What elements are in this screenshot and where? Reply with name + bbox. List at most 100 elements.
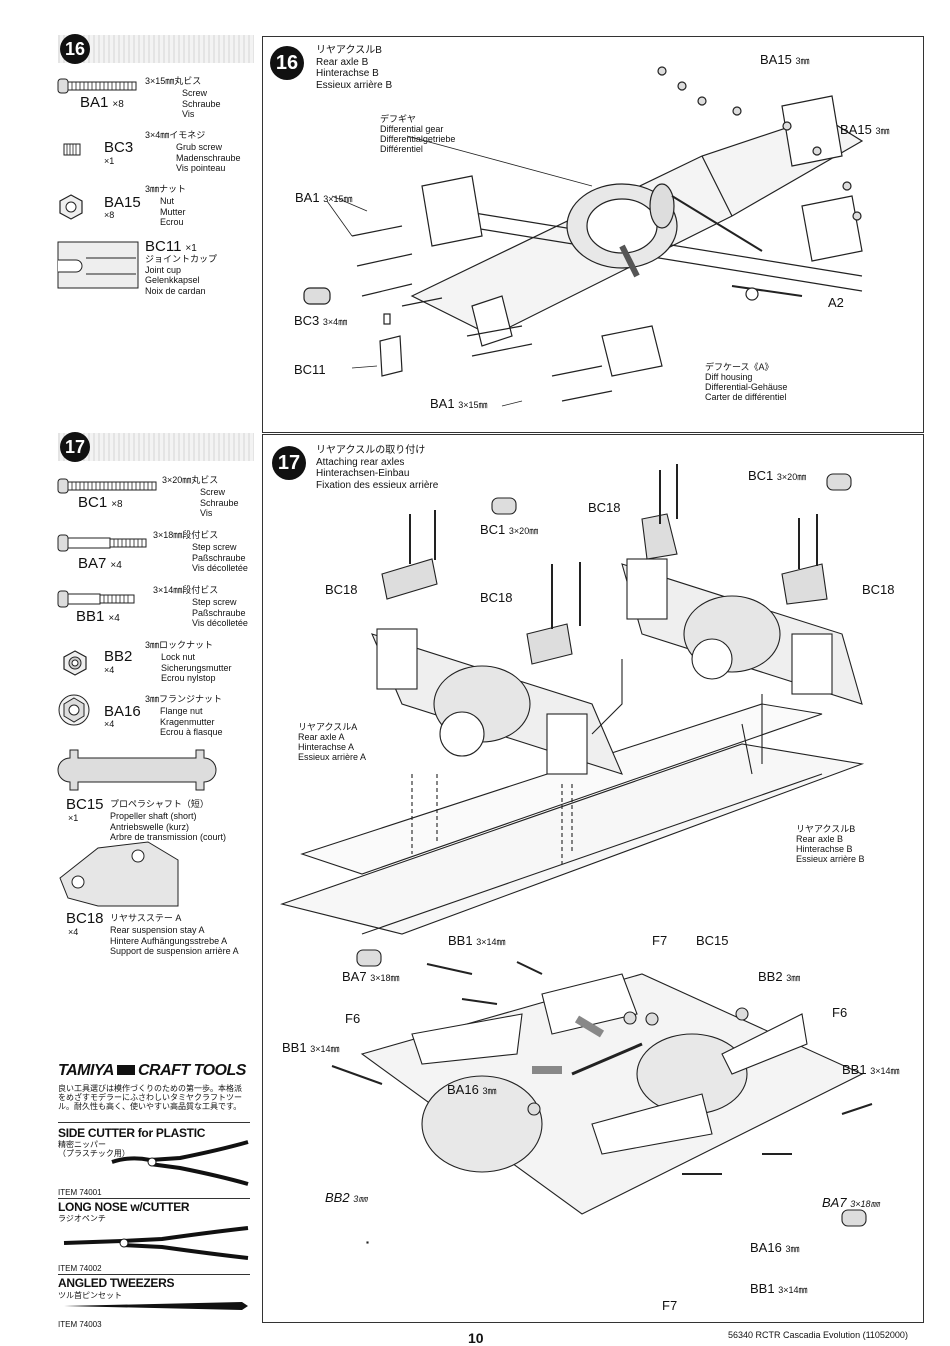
tools-rule: [58, 1274, 250, 1275]
page-number: 10: [468, 1330, 484, 1346]
step17-panel-number: 17: [272, 446, 306, 480]
part-desc-bc1: Screw Schraube Vis: [200, 487, 239, 518]
part-qty-ba16: ×4: [104, 719, 115, 729]
label-f6-b: F6: [832, 1005, 848, 1020]
label-bc18-b: BC18: [325, 582, 358, 597]
part-qty-bc3: ×1: [104, 156, 115, 166]
label-rear-axle-b: リヤアクスルB Rear axle B Hinterachse B Essieu…: [796, 824, 865, 864]
label-ba15-a: BA15 3㎜: [760, 52, 810, 67]
label-bc18-c: BC18: [480, 590, 513, 605]
part-size-ba1: 3×15㎜丸ビス: [145, 76, 202, 86]
part-qty-bc18: ×4: [68, 927, 79, 937]
part-size-bc15: プロペラシャフト（短）: [110, 799, 209, 809]
tool-ja-long-nose: ラジオペンチ: [58, 1214, 106, 1223]
flange-nut-icon: [58, 694, 90, 726]
rear-axle-b-drawing: [303, 66, 864, 407]
part-qty-bb2: ×4: [104, 665, 115, 675]
part-qty-bc15: ×1: [68, 813, 79, 823]
part-desc-bc18: Rear suspension stay A Hintere Aufhängun…: [110, 925, 239, 956]
label-bc15: BC15: [696, 933, 729, 948]
label-diff-housing: デフケース《A》 Diff housing Differential-Gehäu…: [705, 362, 788, 402]
propeller-shaft-icon: [57, 749, 217, 791]
long-nose-pliers-icon: [63, 1226, 249, 1260]
part-desc-ba15: Nut Mutter Ecrou: [160, 196, 186, 227]
label-bc1-a: BC1 3×20㎜: [480, 522, 539, 537]
label-f6-a: F6: [345, 1011, 361, 1026]
part-size-ba16: 3㎜フランジナット: [145, 694, 223, 704]
label-bb2-a: BB2 3㎜: [758, 969, 801, 984]
part-code-bc3: BC3: [104, 139, 134, 156]
part-desc-bc3: Grub screw Madenschraube Vis pointeau: [176, 142, 241, 173]
tool-ja-side-cutter: 精密ニッパー （プラスチック用）: [58, 1140, 130, 1158]
label-ba16-b: BA16 3㎜: [750, 1240, 800, 1255]
label-bc3-16: BC3 3×4㎜: [294, 313, 348, 328]
label-ba7-b: BA7 3×18㎜: [822, 1195, 880, 1210]
step17-header-bar: [58, 433, 254, 461]
part-size-bb2: 3㎜ロックナット: [145, 640, 214, 650]
part-code-ba15: BA15: [104, 194, 141, 211]
part-code-bc15: BC15: [66, 796, 104, 813]
document-id: 56340 RCTR Cascadia Evolution (11052000): [728, 1330, 908, 1340]
part-desc-bb2: Lock nut Sicherungsmutter Ecrou nylstop: [161, 652, 232, 683]
lock-nut-icon: [63, 650, 87, 676]
step16-title: リヤアクスルB Rear axle B Hinterachse B Essieu…: [316, 45, 393, 91]
tool-item-long-nose: ITEM 74002: [58, 1264, 102, 1273]
screw-icon: [57, 478, 157, 494]
part-code-bc11: BC11×1: [145, 238, 197, 255]
joint-cup-icon: [57, 241, 139, 289]
label-bc11-16: BC11: [294, 362, 326, 377]
step17-number: 17: [60, 432, 90, 462]
part-code-ba1: BA1×8: [80, 94, 124, 111]
label-bc1-b: BC1 3×20㎜: [748, 468, 807, 483]
hex-nut-icon: [59, 194, 83, 220]
part-desc-ba16: Flange nut Kragenmutter Ecrou à flasque: [160, 706, 223, 737]
tool-ja-tweezers: ツル首ピンセット: [58, 1291, 122, 1300]
side-cutter-icon: [111, 1140, 249, 1186]
part-code-bc1: BC1×8: [78, 494, 123, 511]
label-bb1-d: BB1 3×14㎜: [750, 1281, 808, 1296]
label-f7-a: F7: [652, 933, 668, 948]
part-desc-bc11: ジョイントカップ Joint cup Gelenkkapsel Noix de …: [145, 254, 218, 296]
angled-tweezers-icon: [64, 1302, 248, 1310]
step16-number: 16: [60, 34, 90, 64]
part-desc-ba1: Screw Schraube Vis: [182, 88, 221, 119]
label-ba7-a: BA7 3×18㎜: [342, 969, 400, 984]
label-bc18-a: BC18: [588, 500, 621, 515]
part-desc-bc15: Propeller shaft (short) Antriebswelle (k…: [110, 811, 227, 842]
step16-panel-number: 16: [270, 46, 304, 80]
label-bb2-b: BB2 3㎜: [325, 1190, 368, 1205]
label-diff-gear: デフギヤ Differential gear Differentialgetri…: [380, 114, 456, 154]
grub-screw-icon: [63, 143, 81, 156]
label-f7-b: F7: [662, 1298, 678, 1313]
label-bb1-b: BB1 3×14㎜: [282, 1040, 340, 1055]
tool-item-tweezers: ITEM 74003: [58, 1320, 102, 1329]
part-qty-ba15: ×8: [104, 210, 115, 220]
part-code-ba16: BA16: [104, 703, 141, 720]
attach-rear-axles-drawing: [280, 464, 873, 1244]
part-size-ba7: 3×18㎜段付ビス: [153, 530, 219, 540]
part-size-bc18: リヤサスステー A: [110, 913, 182, 923]
part-desc-ba7: Step screw Paßschraube Vis décolletée: [192, 542, 248, 573]
suspension-stay-icon: [59, 841, 179, 907]
step-screw-icon: [57, 534, 147, 552]
label-bb1-a: BB1 3×14㎜: [448, 933, 506, 948]
part-code-bb2: BB2: [104, 648, 133, 665]
label-ba15-b: BA15 3㎜: [840, 122, 890, 137]
label-rear-axle-a: リヤアクスルA Rear axle A Hinterachse A Essieu…: [298, 722, 367, 762]
part-size-bc1: 3×20㎜丸ビス: [162, 475, 219, 485]
step16-header-bar: [58, 35, 254, 63]
part-size-bb1: 3×14㎜段付ビス: [153, 585, 219, 595]
tools-rule: [58, 1198, 250, 1199]
part-size-bc3: 3×4㎜イモネジ: [145, 130, 206, 140]
tool-name-long-nose: LONG NOSE w/CUTTER: [58, 1200, 190, 1214]
tool-name-tweezers: ANGLED TWEEZERS: [58, 1276, 175, 1290]
label-bc18-d: BC18: [862, 582, 895, 597]
label-ba16-a: BA16 3㎜: [447, 1082, 497, 1097]
label-ba1-16-bottom: BA1 3×15㎜: [430, 396, 488, 411]
part-desc-bb1: Step screw Paßschraube Vis décolletée: [192, 597, 248, 628]
tool-item-side-cutter: ITEM 74001: [58, 1188, 102, 1197]
part-code-bc18: BC18: [66, 910, 104, 927]
part-code-bb1: BB1×4: [76, 608, 120, 625]
label-a2: A2: [828, 295, 844, 310]
